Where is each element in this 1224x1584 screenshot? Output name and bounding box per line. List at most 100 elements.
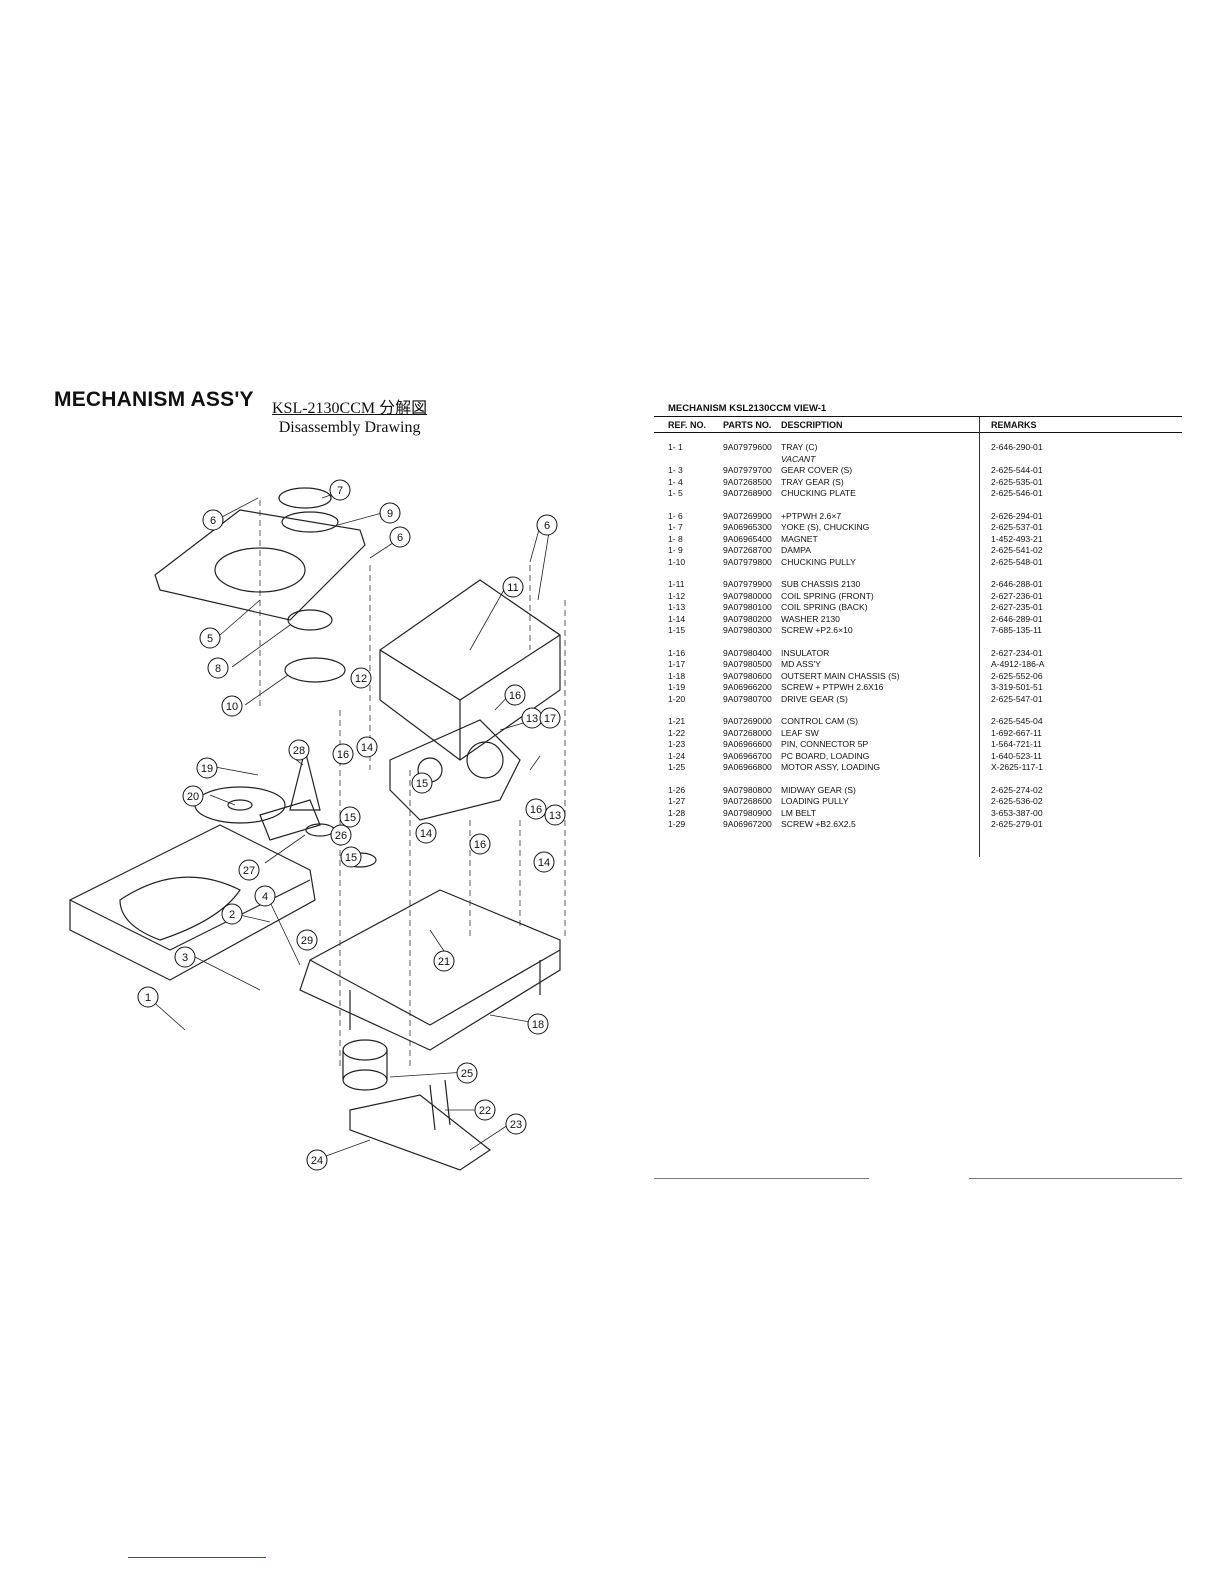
ref-cell: 1-27	[668, 796, 686, 806]
callout-label: 15	[344, 812, 356, 824]
part-number-cell: 9A06965300	[723, 522, 772, 532]
part-number-cell: 9A07980200	[723, 613, 772, 624]
remarks-cell: A-4912-186-A	[991, 659, 1045, 669]
part-number-cell: 9A06965400	[723, 533, 772, 544]
ref-cell: 1-26	[668, 784, 686, 795]
callout-label: 6	[397, 532, 403, 544]
ref-cell: 1-11	[668, 579, 685, 589]
ref-cell: 1- 7	[668, 522, 683, 532]
part-number-cell: 9A07980700	[723, 693, 772, 704]
ref-cell: 1-17	[668, 659, 686, 669]
ref-cell: 1-16	[668, 647, 686, 658]
chucking-plate-part	[154, 509, 366, 621]
ref-cell: 1-25	[668, 762, 686, 772]
callout-circle	[433, 950, 455, 972]
description-cell: LEAF SW	[781, 727, 819, 738]
description-cell: SUB CHASSIS 2130	[781, 579, 861, 589]
callout-label: 15	[345, 852, 357, 864]
lm-belt-part	[289, 749, 321, 811]
callout-label: 12	[355, 673, 367, 685]
callout-label: 21	[438, 956, 450, 968]
motor-part	[342, 1039, 388, 1061]
remarks-cell: 2-625-545-04	[991, 716, 1043, 726]
part-number-cell: 9A07980600	[723, 670, 772, 681]
ref-cell: 1- 3	[668, 465, 683, 475]
description-cell: LM BELT	[781, 807, 817, 818]
description-cell: WASHER 2130	[781, 613, 840, 624]
callout-label: 13	[549, 810, 561, 822]
ref-cell: 1-23	[668, 739, 686, 749]
callout-circle	[356, 736, 378, 758]
footer-rule-right	[969, 1178, 1182, 1179]
remarks-cell: 1-564-721-11	[991, 739, 1042, 749]
callout-label: 6	[544, 520, 550, 532]
tray-part	[69, 824, 316, 981]
callout-label: 16	[509, 690, 521, 702]
remarks-cell: 2-627-236-01	[991, 590, 1043, 601]
description-cell: PIN, CONNECTOR 5P	[781, 739, 869, 749]
description-cell: INSULATOR	[781, 647, 830, 658]
callout-circle	[330, 824, 352, 846]
callout-label: 22	[479, 1105, 491, 1117]
callout-circle	[525, 798, 547, 820]
callout-circle	[306, 1149, 328, 1171]
drawing-title: KSL-2130CCM 分解図 Disassembly Drawing	[272, 400, 427, 438]
part-number-cell: 9A07980900	[723, 807, 772, 818]
callout-circle	[502, 576, 524, 598]
dampa-part	[287, 609, 333, 631]
ref-cell: 1- 9	[668, 545, 683, 555]
description-cell: YOKE (S), CHUCKING	[781, 522, 870, 532]
part-number-cell: 9A07980400	[723, 647, 772, 658]
callout-label: 29	[301, 935, 313, 947]
remarks-cell: 2-646-289-01	[991, 613, 1043, 624]
gear-part	[194, 786, 286, 824]
ref-cell: 1- 5	[668, 488, 683, 498]
description-cell: MD ASS'Y	[781, 659, 821, 669]
md-assy-part	[389, 719, 521, 821]
callout-label: 9	[387, 508, 393, 520]
callout-label: 24	[311, 1155, 323, 1167]
part-number-cell: 9A06966700	[723, 750, 772, 761]
ref-cell: 1-15	[668, 625, 686, 635]
part-number-cell: 9A07269000	[723, 716, 772, 726]
callout-label: 25	[461, 1068, 473, 1080]
ref-cell: 1-21	[668, 716, 686, 726]
sub-chassis-part	[379, 579, 561, 761]
ref-cell: 1- 8	[668, 533, 683, 544]
part-number-cell: 9A07979800	[723, 556, 772, 567]
callout-circle	[340, 846, 362, 868]
description-cell: PC BOARD, LOADING	[781, 750, 870, 761]
callout-circle	[296, 929, 318, 951]
callout-label: 8	[215, 663, 221, 675]
callout-circle	[527, 1013, 549, 1035]
callout-circle	[199, 627, 221, 649]
callout-label: 14	[538, 857, 550, 869]
ref-cell: 1-19	[668, 682, 686, 692]
description-cell: MIDWAY GEAR (S)	[781, 784, 856, 795]
description-cell: SCREW + PTPWH 2.6X16	[781, 682, 884, 692]
part-number-cell: 9A07268600	[723, 796, 772, 806]
callout-circle	[196, 757, 218, 779]
callout-label: 1	[145, 992, 151, 1004]
callout-circle	[379, 502, 401, 524]
callout-circle	[536, 514, 558, 536]
col-remarks-header: REMARKS	[991, 420, 1037, 430]
remarks-cell: 7-685-135-11	[991, 625, 1042, 635]
remarks-cell: 2-646-288-01	[991, 579, 1043, 589]
callout-circle	[415, 822, 437, 844]
part-number-cell: 9A07980300	[723, 625, 772, 635]
